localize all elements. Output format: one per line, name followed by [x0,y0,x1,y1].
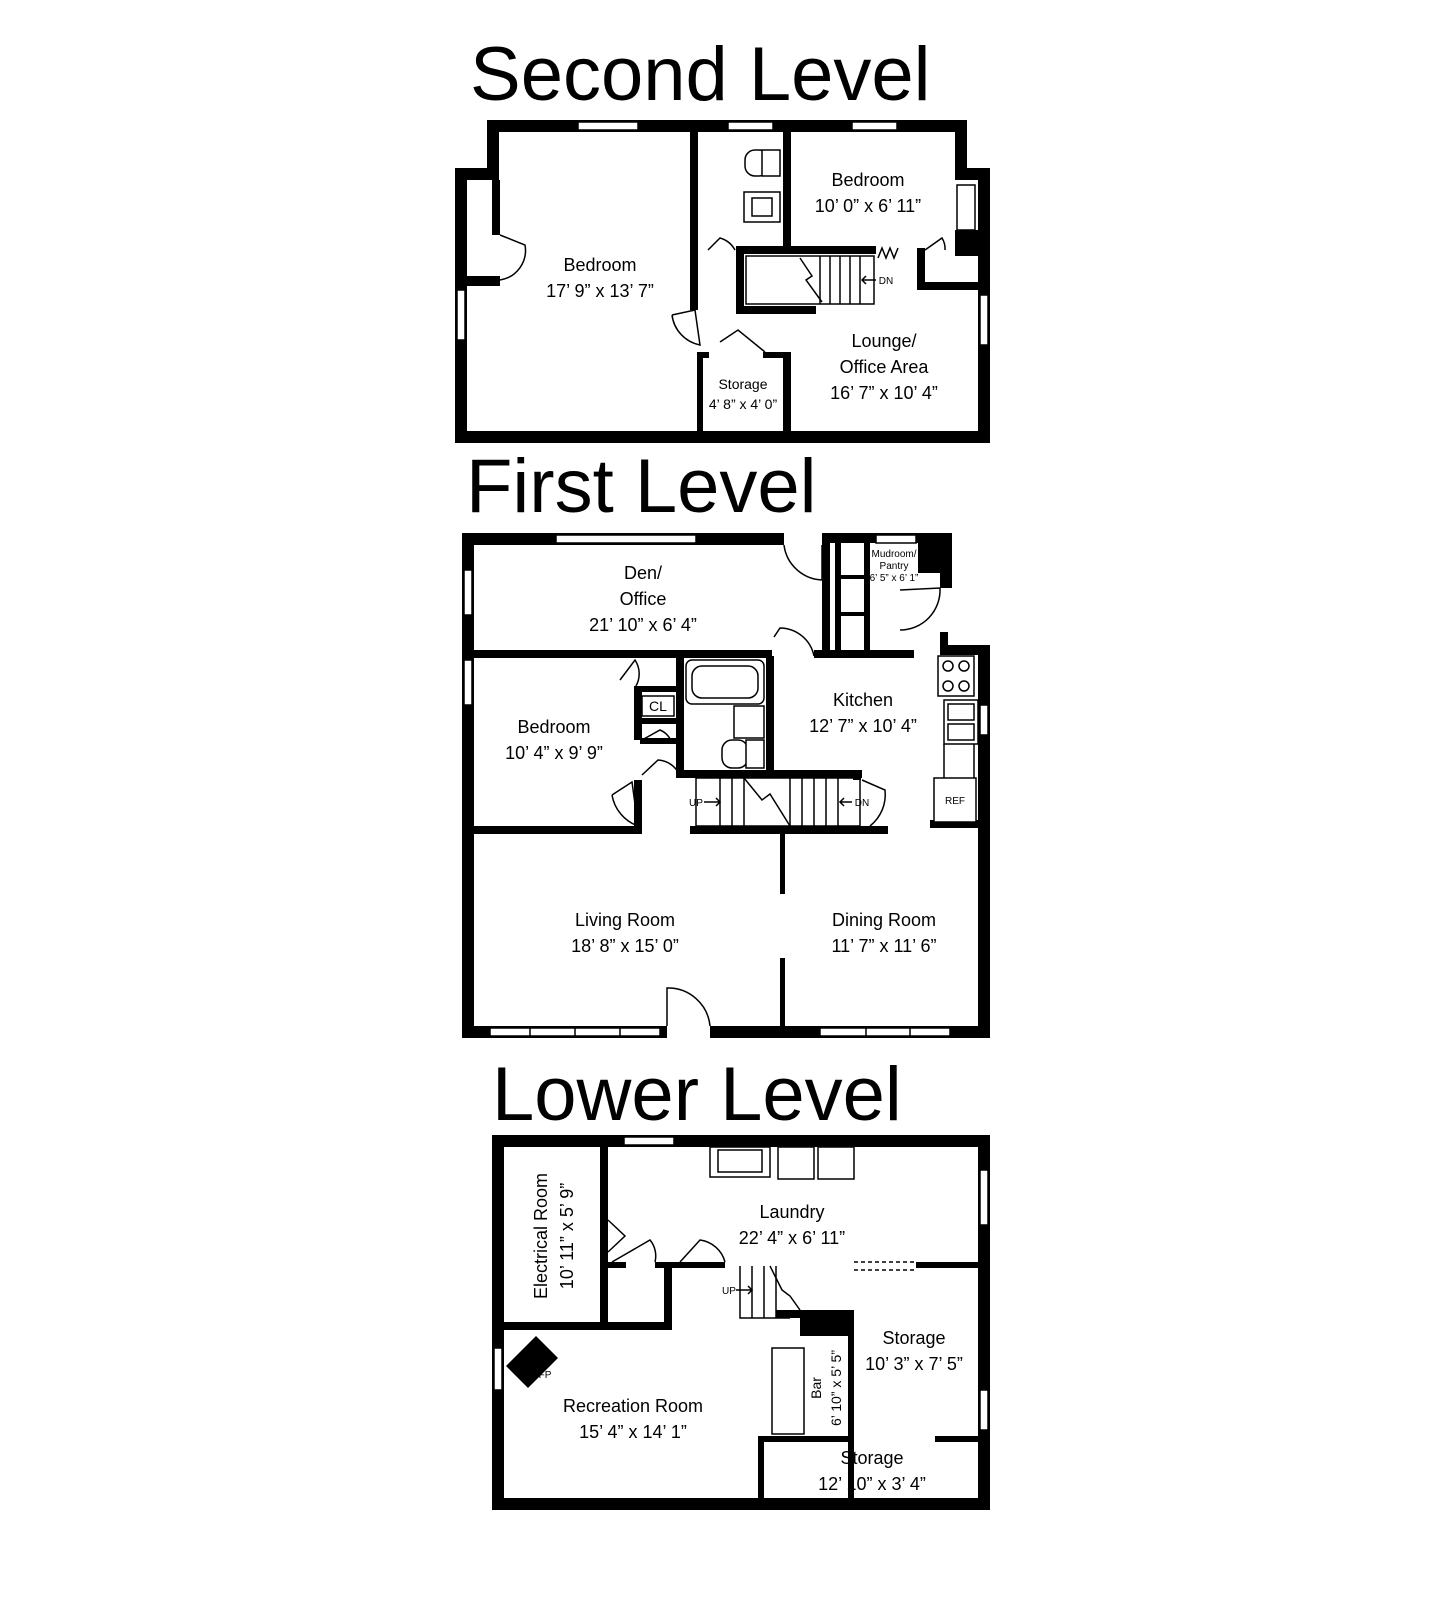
lower-up-label: UP [722,1286,736,1297]
first-dining-dims: 11’ 7” x 11’ 6” [831,936,936,956]
first-bedroom-name: Bedroom [517,717,590,737]
first-level-doors [611,544,941,1027]
lower-laundry-dims: 22’ 4” x 6’ 11” [739,1228,845,1248]
lower-level-fixtures: FP [506,1146,916,1435]
lower-level-doors [607,1219,726,1263]
second-bedroom-b-dims: 10’ 0” x 6’ 11” [815,196,921,216]
first-den-name-1: Den/ [624,563,662,583]
second-level-doors [499,234,946,353]
first-level: First Level [462,444,990,1038]
lower-storage-a-dims: 10’ 3” x 7’ 5” [865,1354,963,1374]
lower-storage-b-dims: 12’ 10” x 3’ 4” [818,1474,926,1494]
second-level-stairs: DN [745,255,893,305]
lower-storage-b-name: Storage [840,1448,903,1468]
first-bedroom-dims: 10’ 4” x 9’ 9” [505,743,603,763]
first-living-name: Living Room [575,910,675,930]
lower-electrical-dims: 10’ 11” x 5’ 9” [557,1183,577,1289]
first-mudroom-dims: 6’ 5” x 6’ 1” [870,573,919,584]
first-ref-label: REF [945,796,965,807]
first-level-windows [463,534,989,1037]
lower-level: Lower Level [492,1052,990,1510]
lower-recreation-name: Recreation Room [563,1396,703,1416]
first-kitchen-name: Kitchen [833,690,893,710]
second-level-title: Second Level [470,32,931,117]
first-up-label: UP [689,798,703,809]
first-living-dims: 18’ 8” x 15’ 0” [571,936,679,956]
first-den-dims: 21’ 10” x 6’ 4” [589,615,697,635]
lower-level-windows [493,1136,989,1431]
second-lounge-dims: 16’ 7” x 10’ 4” [830,383,938,403]
first-level-title: First Level [466,444,817,529]
first-kitchen-dims: 12’ 7” x 10’ 4” [809,716,917,736]
lower-bar-dims: 6’ 10” x 5’ 5” [828,1350,844,1426]
second-level-windows [456,121,989,346]
first-dn-label: DN [855,798,869,809]
second-storage-dims: 4’ 8” x 4’ 0” [709,396,778,412]
second-bedroom-a-name: Bedroom [563,255,636,275]
first-level-fixtures: CL REF [641,655,979,823]
second-lounge-name-1: Lounge/ [851,331,916,351]
second-level: Second Level [455,32,990,443]
first-level-walls [462,533,990,1038]
first-cl-label: CL [649,698,667,714]
first-mudroom-name-2: Pantry [880,561,909,572]
lower-level-title: Lower Level [492,1052,902,1137]
lower-recreation-dims: 15’ 4” x 14’ 1” [579,1422,687,1442]
second-lounge-name-2: Office Area [840,357,930,377]
first-level-stairs: UP DN [689,777,869,827]
second-dn-label: DN [879,276,893,287]
second-bedroom-a-dims: 17’ 9” x 13’ 7” [546,281,654,301]
lower-level-stairs: UP [722,1265,801,1319]
second-bedroom-b-name: Bedroom [831,170,904,190]
lower-fp-label: FP [539,1370,552,1381]
first-mudroom-name-1: Mudroom/ [871,549,916,560]
second-level-fixtures [743,149,781,223]
lower-laundry-name: Laundry [759,1202,824,1222]
second-storage-name: Storage [718,376,767,392]
lower-storage-a-name: Storage [882,1328,945,1348]
lower-bar-name: Bar [808,1377,824,1399]
lower-electrical-name: Electrical Room [531,1173,551,1299]
first-dining-name: Dining Room [832,910,936,930]
first-den-name-2: Office [620,589,667,609]
